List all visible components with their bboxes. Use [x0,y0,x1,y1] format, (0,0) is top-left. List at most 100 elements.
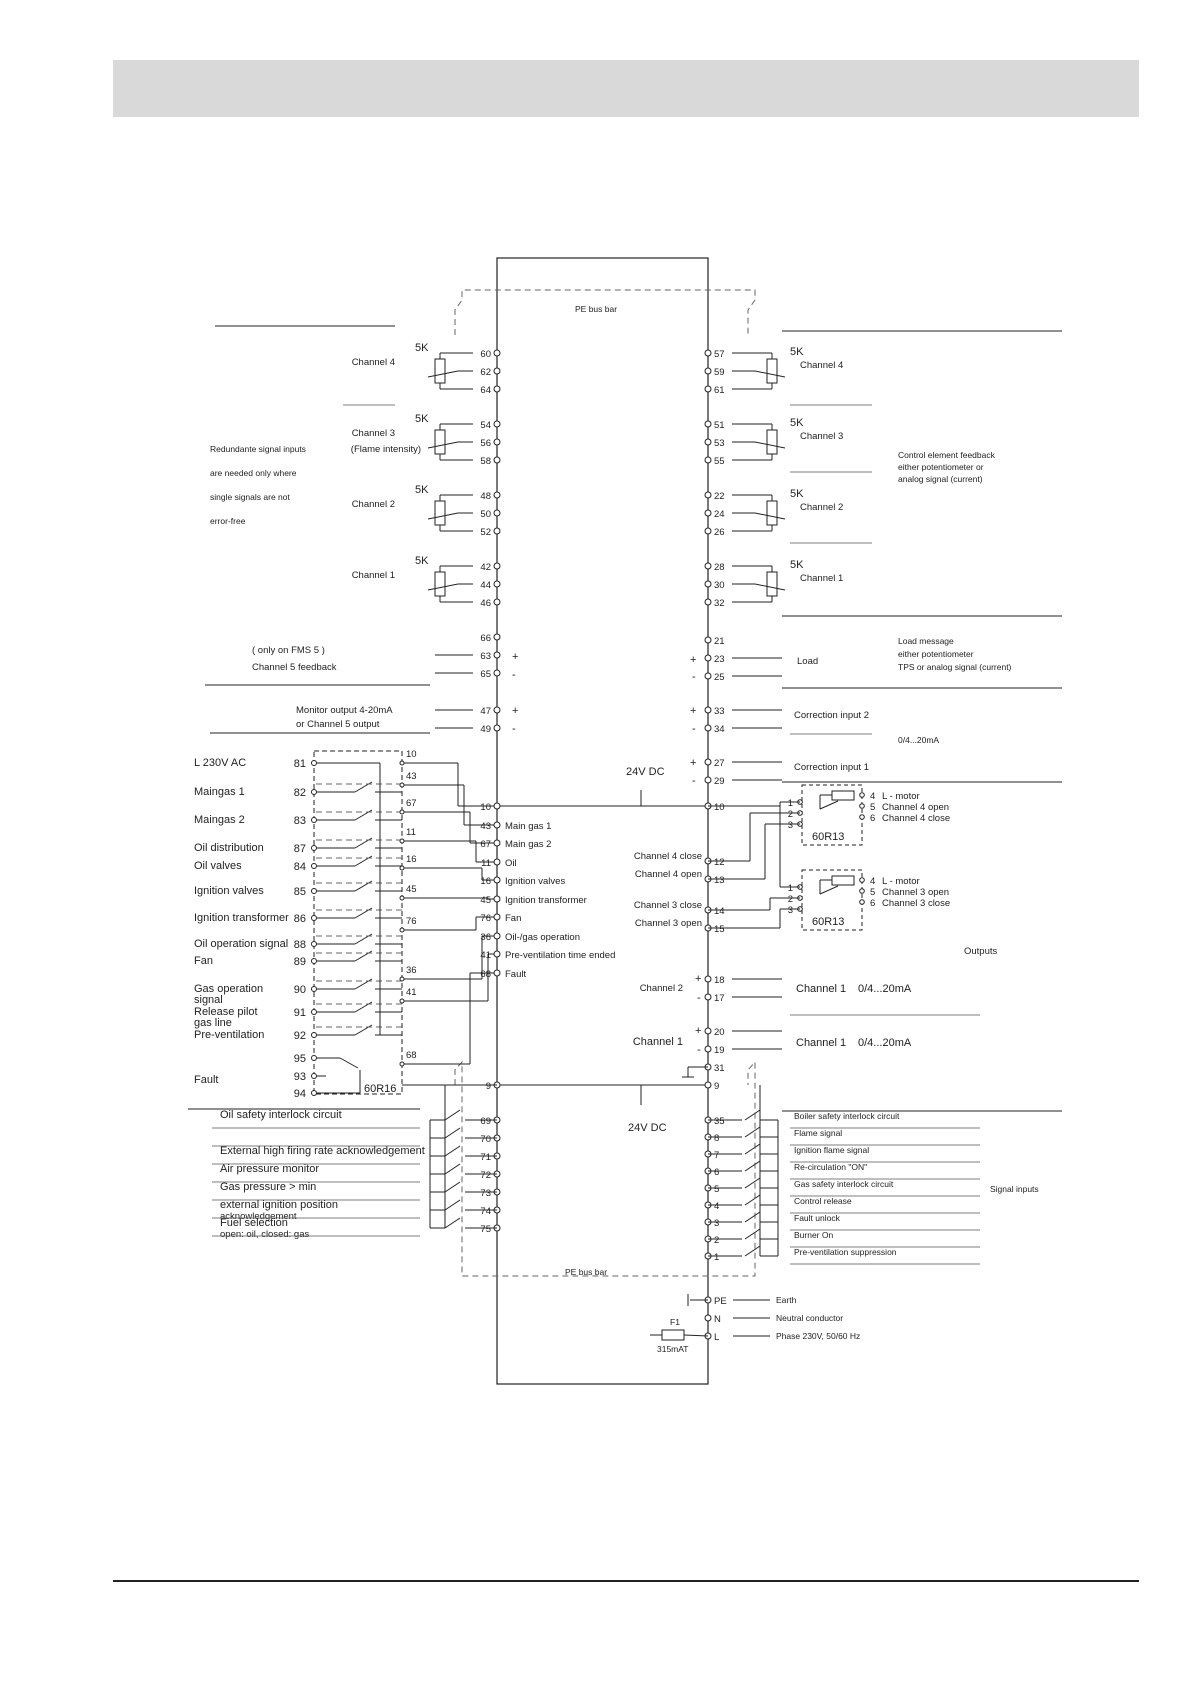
relay-input-89-label: Fan [194,955,213,967]
right-ch1-label: Channel 4 [800,360,843,371]
left-ch2-pot-value: 5K [415,413,429,425]
right-ch2-wiper [754,441,786,449]
relay-input-91-circle [311,1009,317,1015]
corr2-minus: - [692,723,696,735]
right-ch2-term-51-circle [704,420,712,428]
relay-input-92-num: 92 [294,1030,306,1042]
monitor-term-49-circle [493,724,501,732]
relay-input-89-circle [311,958,317,964]
right-signal-7-label: Ignition flame signal [794,1145,869,1155]
right-signal-1-contact [744,1245,761,1257]
corr2-term-34-num: 34 [714,724,725,735]
left-term-9-num: 9 [486,1081,491,1092]
left-ch3-term-48-num: 48 [480,491,491,502]
right-ch3-pot-value: 5K [790,488,804,500]
center-out-43-2-num: 43 [480,821,491,832]
right-signal-2-num: 2 [714,1235,719,1246]
left-ch2-term-56-num: 56 [480,438,491,449]
analog-out-1-term-17-circle [704,993,712,1001]
fuse-f1 [661,1329,685,1341]
center-out-76-7-label: Fan [505,913,521,924]
separator-rules [188,325,1062,1112]
left-ch2-term-56-circle [493,438,501,446]
relay-input-81-circle [311,760,317,766]
center-out-36-8-label: Oil-/gas operation [505,932,580,943]
fuse-f1-name: F1 [670,1317,680,1327]
relay-input-83-label: Maingas 2 [194,814,245,826]
analog-out-2-left-label: Channel 1 [633,1036,683,1048]
left-signal-72-contact [444,1163,461,1175]
left-ch3-term-48-circle [493,491,501,499]
power-n-label: Neutral conductor [776,1313,843,1323]
outputs-label: Outputs [964,946,998,957]
analog-out-1-term-17-num: 17 [714,993,725,1004]
relay-input-83-circle [311,817,317,823]
right-ch3-term-24-num: 24 [714,509,725,520]
load-note-line-2: either potentiometer [898,649,974,659]
motor-relay-1-pin-1: 1 [788,798,793,809]
right-ch3-term-22-circle [704,491,712,499]
relay-wire-41-9-circle [399,998,405,1004]
relay-wire-45-6-circle [399,895,405,901]
right-ch3-label: Channel 2 [800,502,843,513]
monitor-term-49-num: 49 [480,724,491,735]
relay-input-84-label: Oil valves [194,860,242,872]
motor-relay-2-contact [819,885,839,895]
center-out-76-7-circle [493,913,501,921]
relay-input-90-label: Gas operation [194,983,263,995]
left-ch4-term-46-circle [493,598,501,606]
left-signal-72-num: 72 [480,1170,491,1181]
motor-relay-1-pin-4: 4 [870,791,875,802]
right-ch1-term-57-num: 57 [714,349,725,360]
right-ch2-term-55-circle [704,456,712,464]
right-ch1-term-59-circle [704,367,712,375]
left-ch4-term-42-num: 42 [480,562,491,573]
motor-out-15-5-label: Channel 3 open [635,918,702,929]
header-bar [113,60,1139,117]
left-ch3-label: Channel 2 [352,499,395,510]
right-ch3-wiper [754,512,786,520]
left-signal-75-contact [444,1217,461,1229]
relay-input-85-label: Ignition valves [194,885,264,897]
left-ch4-term-46-num: 46 [480,598,491,609]
left-signal-70-contact [444,1127,461,1139]
ch5-line2: Channel 5 feedback [252,662,337,673]
motor-out-15-5-num: 15 [714,924,725,935]
right-signal-8-contact [744,1126,761,1138]
analog-out-2-term-19-num: 19 [714,1045,725,1056]
motor-out-12-2-label: Channel 4 close [634,851,702,862]
left-ch4-label: Channel 1 [352,570,395,581]
load-term-23-circle [704,654,712,662]
relay-wire-68-10-circle [399,1061,405,1067]
motor-relay-1-pin-2: 2 [788,809,793,820]
right-signal-3-num: 3 [714,1218,719,1229]
load-plus: + [690,654,696,666]
relay-wire-76-7-circle [399,927,405,933]
relay-input-81-num: 81 [294,758,306,770]
monitor-line2: or Channel 5 output [296,719,380,730]
right-ch4-pot-value: 5K [790,559,804,571]
motor-out-14-4-label: Channel 3 close [634,900,702,911]
power-pe-num: PE [714,1296,727,1307]
motor-relay-2-pin-4: 4 [870,876,875,887]
motor-out-13-3-label: Channel 4 open [635,869,702,880]
redundant-note-line-2: are needed only where [210,468,297,478]
right-signal-5-label: Gas safety interlock circuit [794,1179,894,1189]
monitor-line1: Monitor output 4-20mA [296,705,393,716]
fault-term-93-circle [311,1073,317,1079]
left-signal-70-num: 70 [480,1134,491,1145]
corr2-label: Correction input 2 [794,710,869,721]
center-out-67-3-circle [493,839,501,847]
right-ch4-term-30-circle [704,580,712,588]
left-signal-69-num: 69 [480,1116,491,1127]
right-signal-5-contact [744,1177,761,1189]
center-out-76-7-num: 76 [480,913,491,924]
left-ch1-term-64-num: 64 [480,385,491,396]
relay-input-86-circle [311,915,317,921]
left-signal-71-contact [444,1145,461,1157]
monitor-term-47-num: 47 [480,706,491,717]
center-out-43-2-circle [493,821,501,829]
